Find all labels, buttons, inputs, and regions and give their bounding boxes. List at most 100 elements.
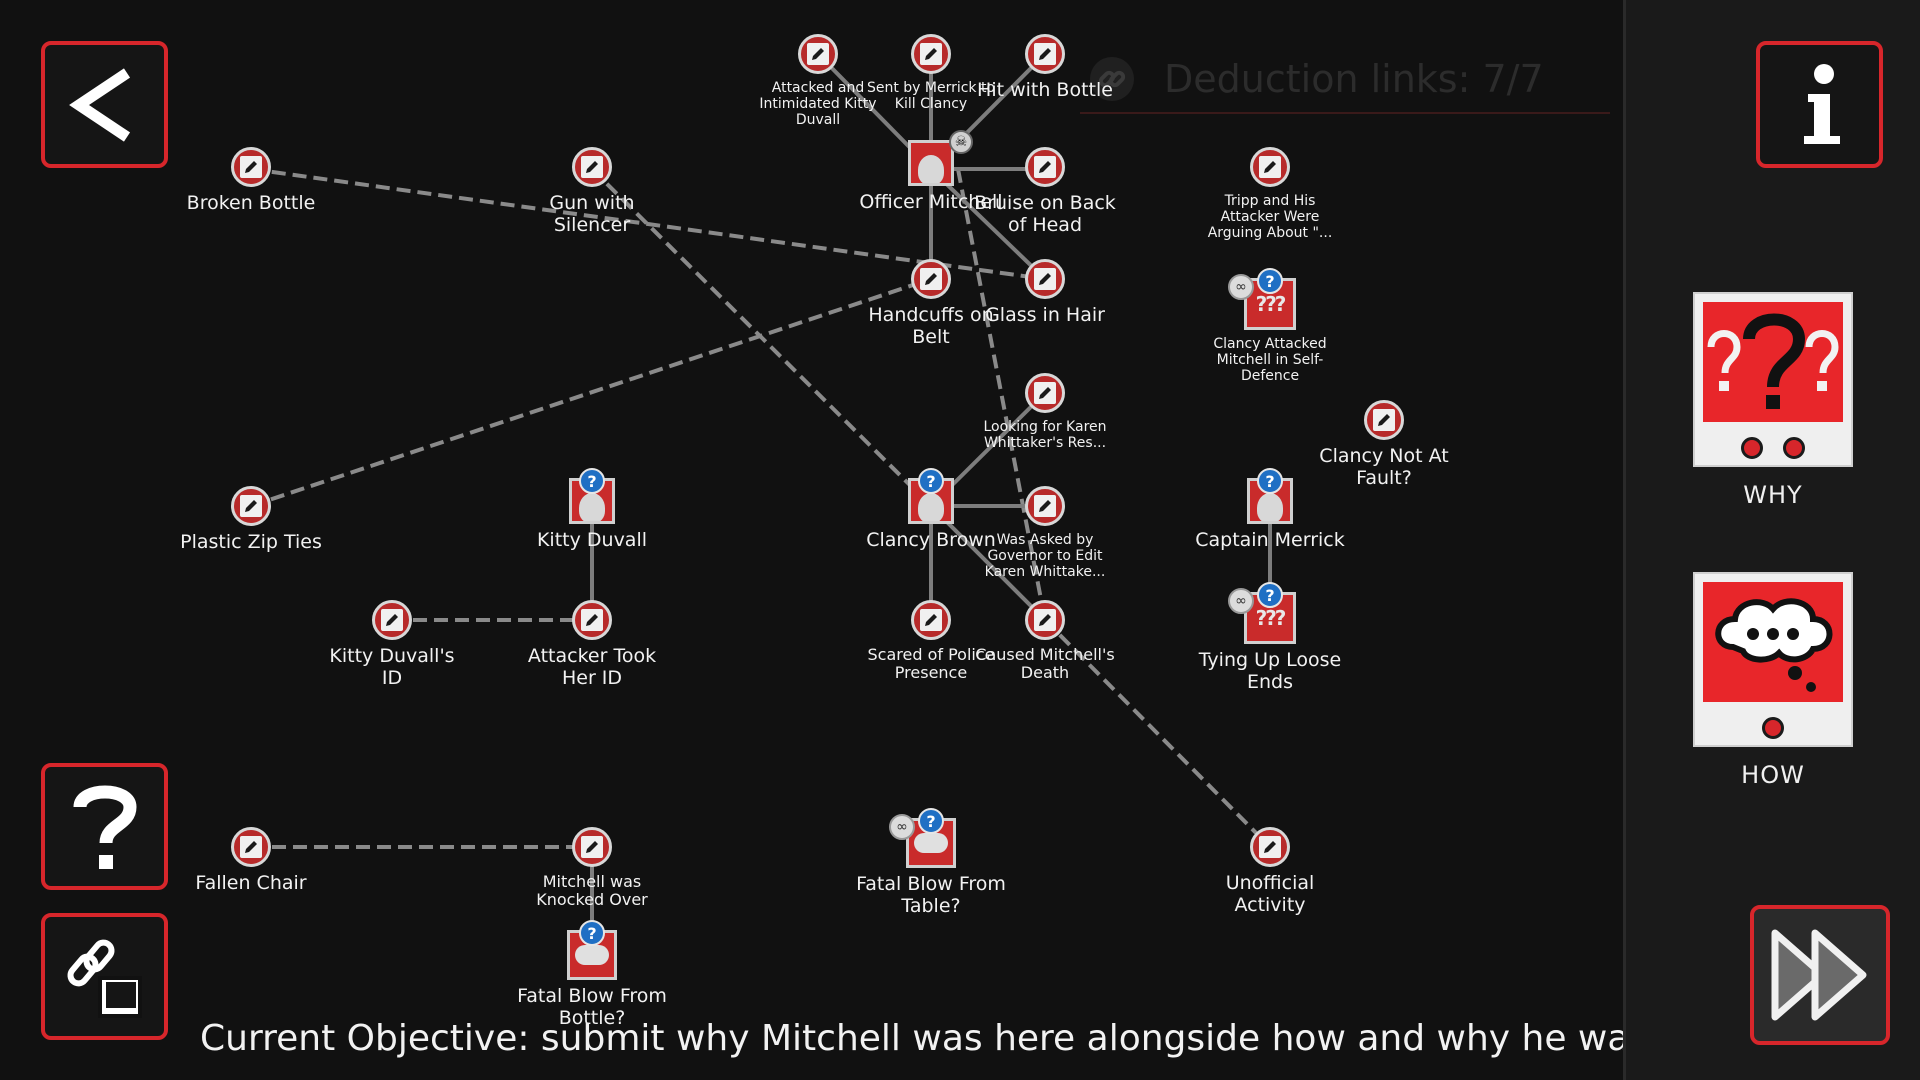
clue-marker — [572, 827, 612, 867]
node-fatal-blow-table[interactable]: ?∞Fatal Blow From Table? — [811, 808, 1051, 918]
note-icon — [240, 836, 262, 858]
deduction-divider — [1080, 112, 1610, 114]
clue-marker — [1025, 373, 1065, 413]
node-hit-with-bottle[interactable]: Hit with Bottle — [925, 34, 1165, 102]
clue-marker — [1250, 147, 1290, 187]
node-knocked-over[interactable]: Mitchell was Knocked Over — [472, 827, 712, 910]
link-line — [250, 277, 932, 508]
node-glass-in-hair[interactable]: Glass in Hair — [925, 259, 1165, 327]
note-icon — [1259, 156, 1281, 178]
pencil-icon — [1039, 48, 1051, 60]
chain-link-icon — [67, 939, 142, 1018]
node-sent-by-merrick[interactable]: Sent by Merrick to Kill Clancy — [811, 34, 1051, 112]
clue-marker — [1025, 147, 1065, 187]
link-line — [1043, 618, 1272, 849]
question-badge-icon: ? — [1257, 268, 1283, 294]
node-label: Was Asked by Governor to Edit Karen Whit… — [984, 532, 1106, 581]
node-label: Unofficial Activity — [1225, 872, 1315, 916]
skull-icon: ☠ — [949, 130, 973, 154]
node-caused-death[interactable]: Caused Mitchell's Death — [925, 600, 1165, 683]
note-icon — [1034, 609, 1056, 631]
pencil-icon — [245, 841, 257, 853]
thought-cloud-icon — [1715, 598, 1833, 692]
node-label: Clancy Not At Fault? — [1319, 445, 1449, 489]
node-label: Kitty Duvall — [536, 529, 648, 551]
link-mode-button[interactable] — [41, 913, 168, 1040]
note-icon — [581, 836, 603, 858]
note-icon — [920, 268, 942, 290]
question-badge-icon: ? — [579, 920, 605, 946]
note-icon — [807, 43, 829, 65]
why-dot — [1741, 437, 1763, 459]
node-label: Broken Bottle — [186, 192, 316, 214]
node-label: Attacked and Intimidated Kitty Duvall — [759, 80, 877, 129]
node-kitty-duvall[interactable]: ?Kitty Duvall — [472, 468, 712, 552]
pencil-icon — [1039, 500, 1051, 512]
clue-marker — [911, 34, 951, 74]
pencil-icon — [1039, 161, 1051, 173]
node-label: Tying Up Loose Ends — [1198, 649, 1342, 693]
node-unofficial-activity[interactable]: Unofficial Activity — [1150, 827, 1390, 917]
node-label: Caused Mitchell's Death — [975, 645, 1115, 683]
pencil-icon — [812, 48, 824, 60]
node-broken-bottle[interactable]: Broken Bottle — [131, 147, 371, 215]
note-icon — [381, 609, 403, 631]
clue-marker — [911, 600, 951, 640]
clue-marker — [231, 827, 271, 867]
node-gun-with-silencer[interactable]: Gun with Silencer — [472, 147, 712, 237]
node-attacker-took-id[interactable]: Attacker Took Her ID — [472, 600, 712, 690]
node-officer-mitchell[interactable]: ☠Officer Mitchell — [811, 130, 1051, 214]
thought-cloud-icon — [575, 945, 609, 965]
fast-forward-button[interactable] — [1750, 905, 1890, 1045]
clue-marker — [231, 147, 271, 187]
node-kitty-id[interactable]: Kitty Duvall's ID — [272, 600, 512, 690]
clue-marker — [1025, 486, 1065, 526]
node-asked-by-governor[interactable]: Was Asked by Governor to Edit Karen Whit… — [925, 486, 1165, 580]
how-card[interactable] — [1693, 572, 1853, 747]
link-badge-icon: ∞ — [1228, 274, 1254, 300]
note-icon — [1034, 495, 1056, 517]
node-plastic-zip-ties[interactable]: Plastic Zip Ties — [131, 486, 371, 554]
node-label: Clancy Brown — [866, 529, 996, 551]
node-bruise-on-head[interactable]: Bruise on Back of Head — [925, 147, 1165, 237]
node-looking-for-karen[interactable]: Looking for Karen Whittaker's Res... — [925, 373, 1165, 451]
pencil-icon — [386, 614, 398, 626]
node-clancy-attacked[interactable]: ????∞Clancy Attacked Mitchell in Self-De… — [1150, 268, 1390, 384]
pencil-icon — [1264, 161, 1276, 173]
node-label: Tripp and His Attacker Were Arguing Abou… — [1207, 193, 1333, 242]
link-line — [250, 167, 1046, 281]
node-scared-of-police[interactable]: Scared of Police Presence — [811, 600, 1051, 683]
deduction-links-counter: Deduction links: 7/7 — [1090, 44, 1610, 114]
clue-marker — [1250, 827, 1290, 867]
pencil-icon — [245, 500, 257, 512]
clue-marker — [231, 486, 271, 526]
node-label: Looking for Karen Whittaker's Res... — [983, 419, 1107, 452]
question-mark-icon — [73, 785, 137, 869]
node-attacked-kitty[interactable]: Attacked and Intimidated Kitty Duvall — [698, 34, 938, 128]
note-icon — [240, 495, 262, 517]
node-clancy-not-at-fault[interactable]: Clancy Not At Fault? — [1264, 400, 1504, 490]
why-card[interactable] — [1693, 292, 1853, 467]
theory-panel: WHY HOW — [1623, 0, 1920, 1080]
node-fatal-blow-bottle[interactable]: ?Fatal Blow From Bottle? — [472, 920, 712, 1030]
node-handcuffs[interactable]: Handcuffs on Belt — [811, 259, 1051, 349]
info-button[interactable] — [1756, 41, 1883, 168]
node-tying-up[interactable]: ????∞Tying Up Loose Ends — [1150, 582, 1390, 694]
link-line — [956, 168, 1047, 621]
note-icon — [1034, 43, 1056, 65]
help-button[interactable] — [41, 763, 168, 890]
node-tripp-arguing[interactable]: Tripp and His Attacker Were Arguing Abou… — [1150, 147, 1390, 241]
note-icon — [920, 43, 942, 65]
clue-marker — [911, 259, 951, 299]
why-label: WHY — [1743, 481, 1803, 509]
clue-marker — [1025, 259, 1065, 299]
node-fallen-chair[interactable]: Fallen Chair — [131, 827, 371, 895]
link-badge-icon: ∞ — [889, 814, 915, 840]
node-label: Attacker Took Her ID — [527, 645, 657, 689]
node-clancy-brown[interactable]: ?Clancy Brown — [811, 468, 1051, 552]
clue-marker — [572, 147, 612, 187]
node-captain-merrick[interactable]: ?Captain Merrick — [1150, 468, 1390, 552]
back-button[interactable] — [41, 41, 168, 168]
pencil-icon — [245, 161, 257, 173]
fast-forward-icon — [1771, 929, 1867, 1021]
